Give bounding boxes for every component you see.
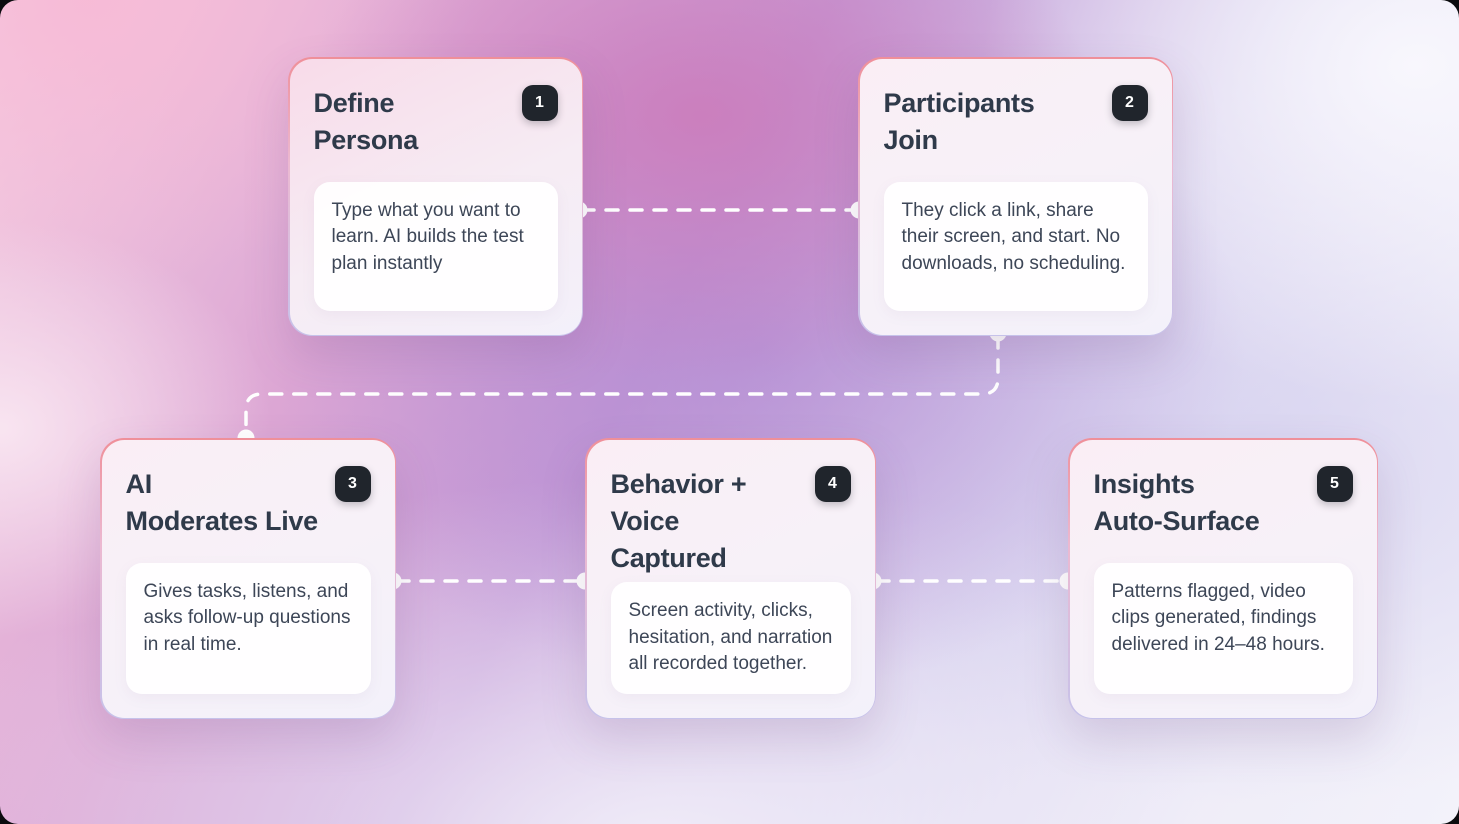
step-card-ai-moderates-live: AI Moderates Live 3 Gives tasks, listens… [100,438,396,719]
step-title-line1: Insights [1093,468,1195,499]
step-card-participants-join: Participants Join 2 They click a link, s… [858,57,1173,336]
step-number-badge: 4 [814,465,851,502]
step-title-line1: Behavior + [610,468,747,499]
step-number-badge: 1 [521,84,558,121]
step-description: Screen activity, clicks, hesitation, and… [628,600,833,674]
step-title: AI Moderates Live [126,466,321,540]
step-card-define-persona: Define Persona 1 Type what you want to l… [288,57,583,336]
step-card-insights-auto-surface: Insights Auto-Surface 5 Patterns flagged… [1068,438,1378,719]
step-title-line2: Auto-Surface [1093,505,1260,536]
step-description-panel: Screen activity, clicks, hesitation, and… [610,582,851,694]
step-description: Gives tasks, listens, and asks follow-up… [143,580,351,655]
step-description-panel: Gives tasks, listens, and asks follow-up… [125,562,371,694]
step-title-line2: Voice Captured [610,505,727,573]
step-title: Behavior + Voice Captured [611,466,801,577]
step-title-line2: Persona [313,124,419,155]
step-card-behavior-voice-captured: Behavior + Voice Captured 4 Screen activ… [585,438,876,719]
step-description: They click a link, share their screen, a… [901,199,1126,274]
step-description: Type what you want to learn. AI builds t… [331,199,524,274]
step-number-badge: 5 [1316,465,1353,502]
step-title-line2: Join [883,124,939,155]
step-description-panel: Type what you want to learn. AI builds t… [313,181,558,311]
connector-step2-step3 [244,334,1000,436]
step-title: Insights Auto-Surface [1094,466,1303,540]
step-description-panel: Patterns flagged, video clips generated,… [1093,562,1353,694]
step-number-badge: 2 [1111,84,1148,121]
step-title: Participants Join [884,85,1098,159]
step-number-badge: 3 [334,465,371,502]
step-description: Patterns flagged, video clips generated,… [1111,580,1325,655]
step-title-line1: Define [313,87,395,118]
step-description-panel: They click a link, share their screen, a… [883,181,1148,311]
step-title-line2: Moderates Live [125,505,319,536]
step-title-line1: AI [125,468,153,499]
step-title: Define Persona [314,85,508,159]
step-title-line1: Participants [883,87,1035,118]
